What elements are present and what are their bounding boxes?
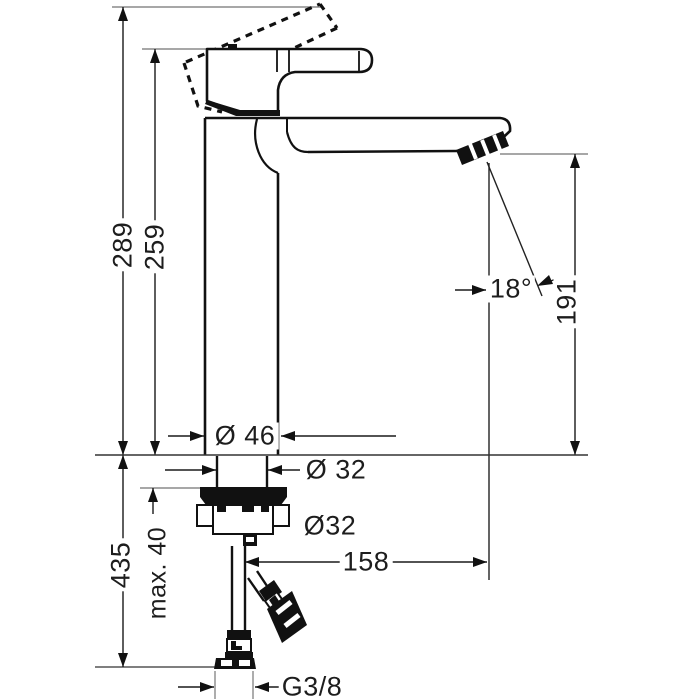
dim-label-spray-angle: 18°	[486, 275, 536, 303]
handle-button	[228, 44, 237, 49]
fastening-set	[196, 487, 290, 546]
dim-label-thread-size: G3/8	[278, 673, 346, 700]
water-stream-lines	[486, 161, 543, 580]
faucet-body-spout	[203, 116, 512, 455]
dimension-lines	[122, 7, 576, 688]
extension-lines	[112, 6, 588, 699]
dim-label-max-mounting-thickness: max. 40	[144, 523, 172, 623]
supply-hose-vertical	[214, 546, 256, 669]
dim-label-spout-outlet-height: 191	[552, 275, 582, 329]
dim-label-hole-diameter: Ø32	[300, 512, 360, 540]
faucet-handle	[205, 44, 374, 116]
dim-label-handle-height: 259	[140, 220, 170, 274]
dim-label-overall-height: 289	[108, 218, 138, 272]
supply-hose-angled	[247, 570, 307, 643]
dim-label-supply-hose-length: 435	[106, 538, 136, 592]
dim-label-spout-reach: 158	[339, 548, 393, 576]
handle-base-cap	[205, 100, 280, 116]
dim-label-shank-diameter: Ø 32	[302, 456, 370, 484]
dimension-arrowheads	[118, 7, 580, 692]
dim-label-body-diameter: Ø 46	[211, 422, 279, 450]
mounting-shank	[215, 456, 269, 487]
spout-aerator	[456, 131, 509, 165]
